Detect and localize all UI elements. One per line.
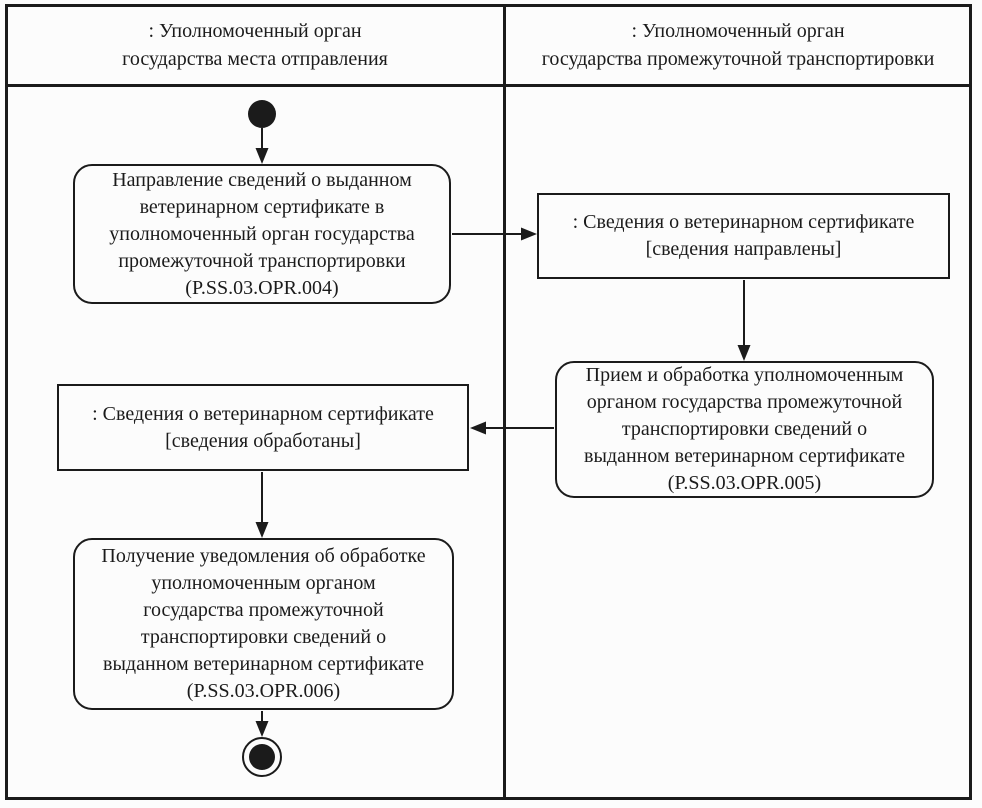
lane-header-transit-state: : Уполномоченный орган государства проме… (508, 8, 968, 82)
activity-box-opr-005: Прием и обработка уполномоченным органом… (555, 361, 934, 498)
activity-box-opr-006: Получение уведомления об обработке уполн… (73, 538, 454, 710)
lane-divider-line (503, 4, 506, 800)
object-certificate-sent-label: : Сведения о ветеринарном сертификате [с… (572, 211, 915, 260)
lane-header-departure-label: : Уполномоченный орган государства места… (122, 20, 388, 70)
activity-opr-006-label: Получение уведомления об обработке уполн… (101, 545, 426, 702)
object-certificate-processed-label: : Сведения о ветеринарном сертификате [с… (92, 402, 434, 452)
object-box-certificate-sent: : Сведения о ветеринарном сертификате [с… (537, 193, 950, 279)
header-divider-line (5, 84, 972, 87)
lane-header-transit-label: : Уполномоченный орган государства проме… (541, 20, 935, 70)
activity-opr-005-label: Прием и обработка уполномоченным органом… (584, 364, 905, 494)
activity-opr-004-label: Направление сведений о выданном ветерина… (109, 168, 415, 299)
lane-header-departure-state: : Уполномоченный орган государства места… (10, 8, 500, 82)
object-box-certificate-processed: : Сведения о ветеринарном сертификате [с… (57, 384, 469, 471)
activity-box-opr-004: Направление сведений о выданном ветерина… (73, 164, 451, 304)
